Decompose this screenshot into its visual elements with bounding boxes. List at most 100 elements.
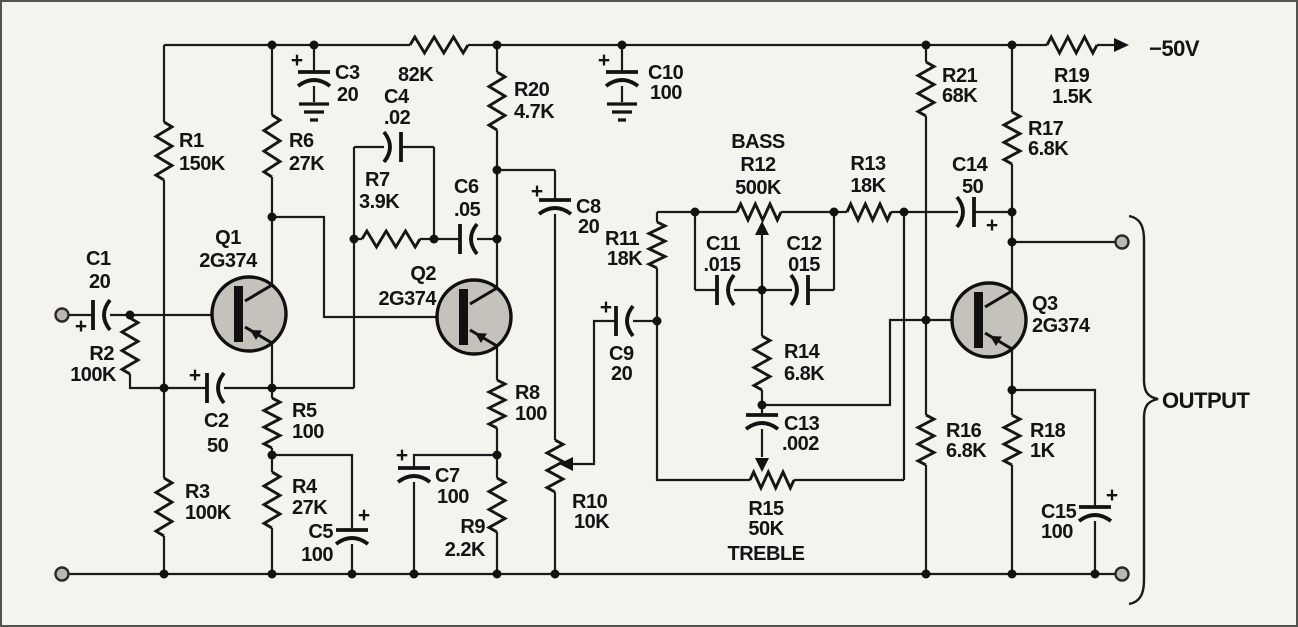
label-r4-ref: R4 [292, 476, 318, 498]
capacitor-c2 [205, 371, 226, 405]
label-q3-ref: Q3 [1032, 293, 1058, 315]
label-c2-ref: C2 [204, 410, 229, 432]
label-r12-ref: R12 [740, 154, 776, 176]
polarity-plus-c10: + [598, 49, 610, 72]
label-r10-ref: R10 [572, 491, 608, 513]
transistor-q1-body [210, 275, 288, 353]
label-r8-val: 100 [515, 403, 547, 425]
label-r6-ref: R6 [289, 130, 314, 152]
label-c3-ref: C3 [335, 62, 360, 84]
resistor-r16 [914, 413, 938, 467]
ground-symbol-c10 [607, 102, 637, 122]
capacitor-c6 [458, 222, 479, 256]
label-c4-val: .02 [384, 107, 411, 129]
label-q3-part: 2G374 [1032, 315, 1091, 337]
label-r15-ref: R15 [748, 498, 784, 520]
wire-stage3-net [69, 45, 1115, 576]
label-c14-val: 50 [962, 176, 984, 198]
label-c15-ref: C15 [1041, 501, 1077, 523]
capacitor-c10 [604, 70, 640, 88]
label-r13-ref: R13 [850, 153, 886, 175]
resistor-r18 [1000, 413, 1024, 467]
label-r7-ref: R7 [365, 169, 390, 191]
resistor-r11 [645, 220, 669, 270]
label-output: OUTPUT [1162, 388, 1251, 413]
label-r16-val: 6.8K [946, 440, 987, 462]
capacitor-c12 [789, 273, 810, 307]
polarity-plus-c8: + [531, 180, 543, 203]
transistor-q3-emitter-arrow [990, 336, 1002, 346]
label-c4-ref: C4 [384, 86, 410, 108]
label-q1-part: 2G374 [199, 250, 258, 272]
transistor-q1 [210, 275, 288, 353]
transistor-q2-emitter-arrow [475, 333, 487, 343]
label-q2-ref: Q2 [410, 263, 436, 285]
label-c7-val: 100 [437, 486, 469, 508]
capacitor-c4 [382, 130, 403, 164]
resistor-r17 [1000, 110, 1024, 166]
output-terminal-bottom [1114, 566, 1130, 582]
polarity-plus-c15: + [1106, 484, 1118, 507]
label-r17-ref: R17 [1028, 118, 1064, 140]
label-r2-ref: R2 [89, 343, 114, 365]
label-r12-val: 500K [735, 177, 782, 199]
label-r11-ref: R11 [605, 228, 639, 250]
capacitor-c9 [614, 304, 635, 338]
output-brace [1128, 214, 1159, 606]
label-c11-ref: C11 [706, 233, 740, 255]
junction-dots [125, 40, 1100, 579]
polarity-marks: + + + + + + + + + + [75, 49, 1118, 527]
resistor-r2 [119, 316, 141, 376]
label-c13-val: .002 [782, 433, 819, 455]
label-r15-val: 50K [748, 518, 784, 540]
capacitor-c1 [91, 298, 112, 332]
label-82k-val: 82K [398, 64, 434, 86]
label-r21-ref: R21 [942, 65, 978, 87]
label-r19-val: 1.5K [1052, 86, 1093, 108]
polarity-plus-c5: + [358, 504, 370, 527]
resistor-r12 [735, 200, 783, 224]
resistor-r4 [261, 470, 283, 530]
label-supply-voltage: −50V [1149, 36, 1200, 61]
label-r19-ref: R19 [1054, 65, 1090, 87]
transistor-q3-base-bar [974, 292, 983, 348]
transistor-q3 [950, 281, 1028, 359]
capacitor-c5 [334, 528, 370, 546]
label-q1-ref: Q1 [215, 227, 241, 249]
label-c9-ref: C9 [609, 343, 634, 365]
resistor-r13 [845, 200, 893, 224]
label-q2-part: 2G374 [378, 288, 437, 310]
transistor-q2-body [435, 278, 513, 356]
r12-wiper-arrowhead [755, 221, 769, 235]
resistor-r6 [261, 113, 283, 179]
label-r3-val: 100K [185, 502, 232, 524]
label-c8-val: 20 [578, 216, 600, 238]
label-c12-val: 015 [788, 254, 820, 276]
label-r20-val: 4.7K [514, 101, 555, 123]
label-r5-ref: R5 [292, 400, 317, 422]
label-c10-ref: C10 [648, 62, 684, 84]
r15-wiper-arrowhead [755, 458, 769, 472]
resistor-82k [408, 34, 470, 56]
polarity-plus-c1: + [75, 315, 87, 338]
resistor-r14 [751, 334, 773, 392]
label-c13-ref: C13 [784, 413, 820, 435]
input-terminal-top [54, 307, 70, 323]
label-r2-val: 100K [70, 364, 117, 386]
resistor-r19 [1045, 33, 1099, 57]
label-c14-ref: C14 [952, 154, 989, 176]
label-c5-ref: C5 [308, 521, 333, 543]
polarity-plus-c14: + [986, 214, 998, 237]
label-c10-val: 100 [650, 82, 682, 104]
resistor-r20 [486, 70, 508, 132]
label-c15-val: 100 [1041, 521, 1073, 543]
capacitor-c15 [1077, 505, 1113, 523]
ground-symbol-c3 [299, 102, 329, 122]
label-c1-val: 20 [89, 271, 111, 293]
r10-wiper-arrowhead [559, 457, 573, 471]
label-r9-val: 2.2K [445, 539, 486, 561]
label-r21-val: 68K [942, 85, 978, 107]
label-c1-ref: C1 [86, 248, 111, 270]
